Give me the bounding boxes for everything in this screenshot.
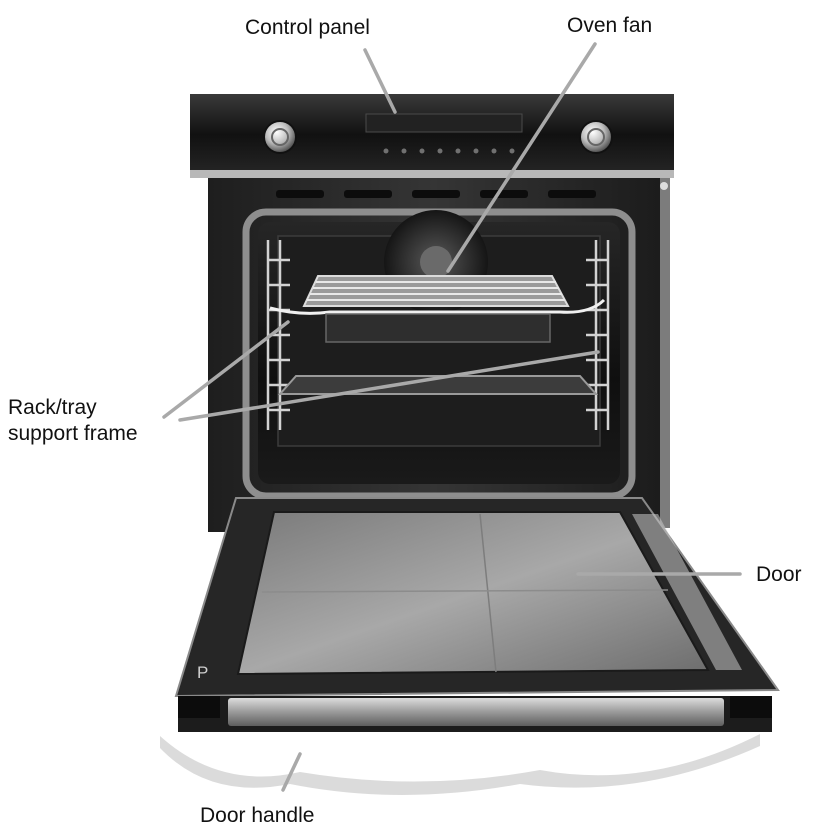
leader-rack-right bbox=[178, 350, 600, 422]
label-rack-line1: Rack/tray bbox=[8, 396, 97, 419]
label-door-handle: Door handle bbox=[200, 804, 314, 827]
label-oven-fan: Oven fan bbox=[567, 14, 652, 37]
wire-rack bbox=[269, 275, 606, 343]
left-knob bbox=[263, 120, 297, 154]
protective-wrap bbox=[160, 734, 760, 795]
label-rack-line2: support frame bbox=[8, 422, 138, 445]
support-frame-left bbox=[266, 240, 290, 430]
oven-door: P bbox=[174, 497, 780, 698]
label-door: Door bbox=[756, 563, 802, 586]
right-knob bbox=[579, 120, 613, 154]
touch-buttons bbox=[383, 148, 515, 154]
leader-control-panel bbox=[363, 48, 397, 114]
door-emblem: P bbox=[197, 663, 208, 682]
labels: Control panel Oven fan Rack/tray support… bbox=[8, 14, 802, 827]
leader-door-handle bbox=[281, 752, 302, 792]
door-handle bbox=[178, 696, 772, 732]
leader-lines bbox=[162, 42, 742, 792]
leader-rack-left bbox=[162, 320, 290, 419]
label-control-panel: Control panel bbox=[245, 16, 370, 39]
leader-oven-fan bbox=[446, 42, 597, 273]
vent-slots bbox=[276, 190, 596, 198]
control-panel bbox=[190, 94, 674, 178]
